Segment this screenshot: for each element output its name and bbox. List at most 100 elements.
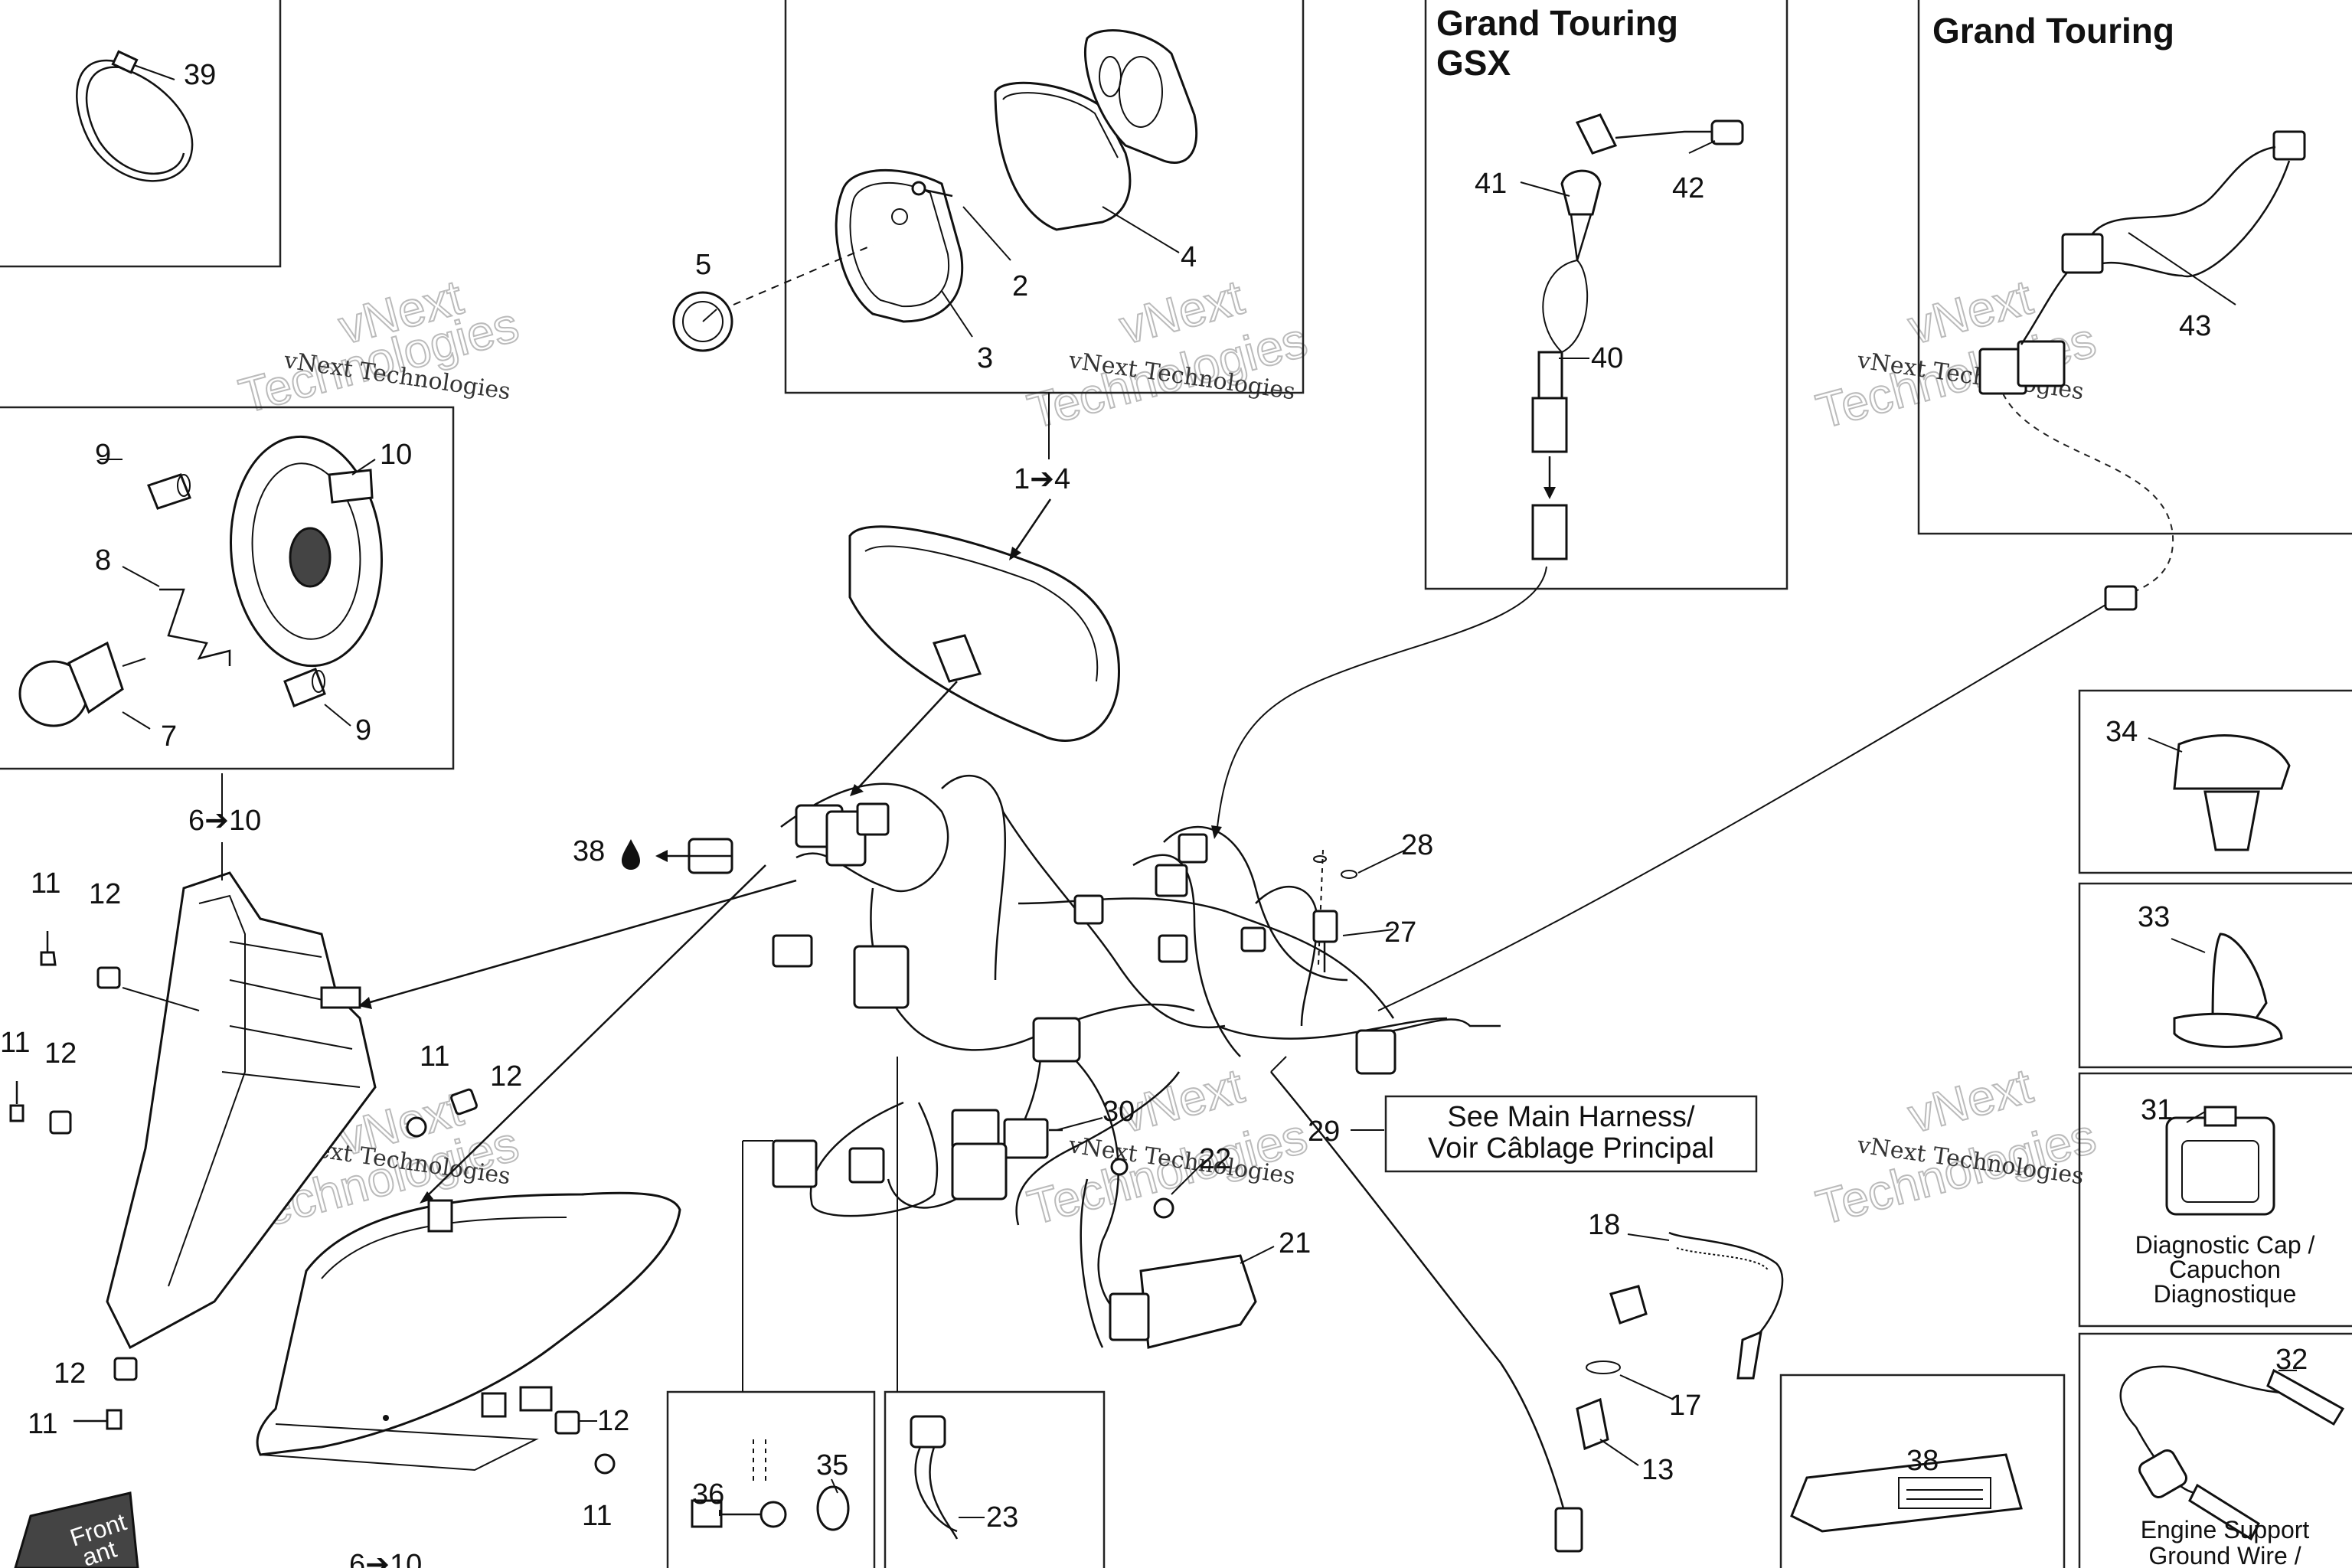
diag-cap-line3: Diagnostique [2154,1280,2297,1308]
leader-1-4 [1014,498,1052,552]
callout: 12 [597,1405,629,1437]
main-harness-icon [688,775,1583,1553]
bulb-icon [18,641,146,727]
callout: 30 [1102,1096,1135,1128]
callouts: 39 5 2 3 4 41 42 40 43 9 10 8 7 9 1➔4 6➔… [0,59,2308,1568]
diag-cap-line2: Capuchon [2169,1256,2281,1283]
instrument-cluster-icon [848,525,1120,796]
leader-27 [1342,929,1394,936]
callout: 9 [95,439,111,471]
frame-part-34 [2078,689,2352,874]
leader-18 [1627,1233,1670,1241]
callout: 4 [1181,241,1197,273]
callout: 3 [977,342,993,374]
gauge-cluster-front-icon [994,81,1132,231]
arrow-headlight-connector-2 [420,1191,433,1204]
engine-support-line2: Ground Wire / [2148,1542,2301,1568]
screw-icon [911,181,953,198]
leader-28 [1357,849,1406,874]
callout: 38 [1906,1445,1939,1477]
gsx-title-line1: Grand Touring [1436,3,1678,43]
callout: 34 [2105,716,2138,748]
screw-icon [594,1453,616,1475]
callout: 7 [161,720,177,753]
callout: 10 [380,439,412,471]
leader-10 [351,459,376,475]
frame-headlight-parts [0,406,455,770]
harness-note-box [1384,1095,1758,1173]
tether-cord-icon [1576,1231,1784,1451]
grand-touring-title: Grand Touring [1932,11,2174,51]
callout: 6➔10 [349,1549,422,1568]
callout: 28 [1401,829,1433,861]
leader-35 [831,1478,838,1494]
harness-note-line2: Voir Câblage Principal [1428,1132,1714,1165]
leader-31 [2186,1111,2206,1123]
screw-icon [74,1409,122,1430]
arrow-headlight-connector [358,997,372,1009]
callout: 12 [44,1037,77,1070]
engine-support-line1: Engine Support [2141,1516,2310,1544]
leader-22 [1171,1163,1203,1195]
front-arrow-icon [14,1491,139,1568]
callout: 31 [2141,1094,2173,1126]
harness-note-line1: See Main Harness/ [1447,1101,1695,1133]
callout: 12 [89,878,121,910]
cable-tie-icon [76,50,194,182]
callout: 38 [573,835,605,867]
callout: 21 [1279,1227,1311,1259]
leader-17 [1619,1374,1674,1400]
tree-rivet-icon [2173,933,2283,1048]
leader-30 [1056,1117,1103,1131]
callout: 11 [31,867,60,900]
bulb-retainer-spring-icon [159,588,231,666]
nut-clip-icon [113,1357,138,1381]
diagnostic-cap-icon [2165,1106,2275,1216]
callout: 2 [1012,270,1028,302]
frame-part-38 [1779,1374,2066,1568]
gt-connector-icon [2104,585,2138,611]
frame-grand-touring-gsx [1424,0,1788,590]
gsx-title-line2: GSX [1436,43,1511,83]
headlight-housing-icon [106,871,377,1350]
frame-gauge-parts [784,0,1305,394]
leader-4 [1102,206,1180,253]
gauge-bezel-icon [835,168,964,323]
leader-34 [2148,737,2183,753]
callout: 11 [582,1500,612,1532]
nut-clip-icon [49,1110,72,1135]
leader-headlight-connector-2 [428,864,766,1195]
gt-harness-icon [1978,130,2306,595]
leader-3 [941,290,973,338]
callout: 39 [184,59,216,91]
callout: 29 [1308,1116,1340,1148]
leader-13 [1599,1439,1639,1466]
leader-headlight-connector [367,879,797,1004]
frame-part-23 [884,1390,1106,1568]
bolt-washer-icon [691,1439,850,1531]
callout: 33 [2138,901,2170,933]
watermarks: vNext Technologies vNext Technologies vN… [233,269,2102,1244]
frame-part-32 [2078,1332,2352,1568]
headlight-reflector-icon [230,435,383,668]
callout: 43 [2179,310,2211,342]
arrow-1-4 [1009,547,1021,560]
callout: 40 [1591,342,1623,374]
arrow-38 [655,850,668,862]
gauge-housing-rear-icon [1083,29,1198,164]
callout: 35 [816,1449,848,1481]
frame-clamp-39 [0,0,282,268]
callout: 5 [695,249,711,281]
diag-cap-line1: Diagnostic Cap / [2135,1231,2315,1259]
callout: 27 [1384,916,1416,949]
leader-7 [122,711,151,730]
frame-parts-35-36 [666,1390,876,1568]
leader-33 [2171,938,2206,953]
callout: 36 [692,1478,724,1511]
ground-wire-icon [2119,1365,2345,1541]
frame-grand-touring [1917,0,2352,535]
callout: 1➔4 [1014,463,1070,495]
callout: 41 [1475,168,1507,200]
